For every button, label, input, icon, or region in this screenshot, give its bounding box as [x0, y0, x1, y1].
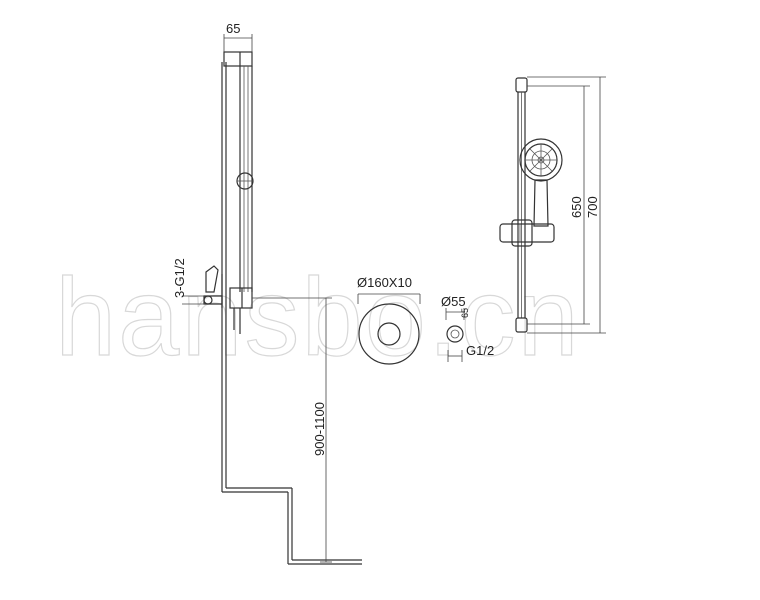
- wall-plate-size: Ø160X10: [357, 275, 412, 290]
- hand-shower: [519, 138, 563, 227]
- mixer-body-side: [203, 265, 253, 334]
- watermark: hansbo.cn: [55, 256, 581, 379]
- total-height-label: 700: [585, 196, 600, 218]
- front-view: 650 700: [499, 76, 606, 334]
- outlet-thread: G1/2: [466, 343, 494, 358]
- side-view: 65 3-G1/2 900-1100: [172, 21, 362, 565]
- top-width-label: 65: [226, 21, 240, 36]
- slide-length-label: 650: [569, 196, 584, 218]
- dimension-slide-length: 650: [527, 85, 590, 325]
- dimension-inlet: 3-G1/2: [172, 258, 204, 305]
- height-range-label: 900-1100: [312, 402, 327, 456]
- slide-rail-side: [223, 51, 254, 292]
- wall-plate-view: Ø160X10: [357, 275, 421, 365]
- dimension-top-width: 65: [223, 21, 253, 52]
- dimension-height: 900-1100: [252, 297, 332, 563]
- outlet-elbow: [446, 325, 464, 343]
- outlet-diameter: Ø55: [441, 294, 466, 309]
- outlet-depth: 65: [460, 308, 470, 318]
- outlet-view: Ø55 65 G1/2: [441, 294, 494, 362]
- inlet-label: 3-G1/2: [172, 258, 187, 298]
- dimension-total-height: 700: [527, 76, 606, 334]
- slide-rail-front: [515, 77, 528, 333]
- wall-plate: [358, 303, 420, 365]
- slider-holder: [499, 219, 555, 247]
